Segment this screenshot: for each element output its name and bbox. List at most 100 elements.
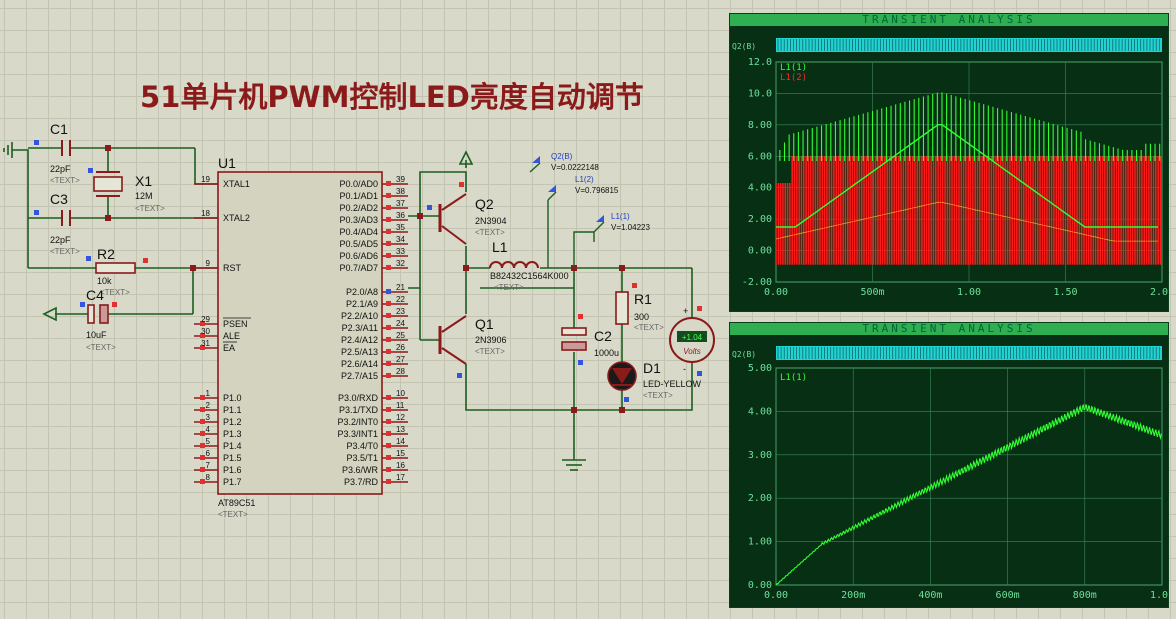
u1-pin-number: 2: [206, 401, 211, 410]
l1-ref-label: L1: [492, 239, 508, 255]
u1-pin-marker: [386, 289, 391, 294]
schematic-canvas[interactable]: C1 22pF <TEXT> C3 22pF <TEXT> X1 12M <TE…: [0, 0, 730, 619]
y-tick-label: 10.0: [748, 88, 772, 99]
plot-frame: [775, 367, 1163, 586]
y-tick-label: 4.00: [748, 183, 772, 194]
u1-pin-name: P0.5/AD5: [339, 239, 378, 249]
capacitor-c1[interactable]: C1 22pF <TEXT>: [34, 121, 80, 185]
u1-pin-number: 38: [396, 187, 405, 196]
u1-pin-number: 6: [206, 449, 211, 458]
q2-part-label: 2N3904: [475, 216, 507, 226]
transient-analysis-graph-1[interactable]: TRANSIENT ANALYSIS Q2(B) L1(1) L1(2) 12.…: [729, 13, 1169, 312]
u1-pin-marker: [386, 349, 391, 354]
u1-text-tag: <TEXT>: [218, 510, 248, 519]
r2-value-label: 10k: [97, 276, 112, 286]
graph1-header: TRANSIENT ANALYSIS: [730, 14, 1168, 26]
y-tick-label: 0.00: [748, 580, 772, 591]
voltmeter-unit: Volts: [683, 347, 701, 356]
u1-pin-marker: [386, 241, 391, 246]
u1-pin-name: P2.4/A12: [341, 335, 378, 345]
u1-pin-marker: [386, 431, 391, 436]
c4-value-label: 10uF: [86, 330, 107, 340]
crystal-x1[interactable]: X1 12M <TEXT>: [88, 168, 165, 213]
d1-part-label: LED-YELLOW: [643, 379, 702, 389]
u1-pin-name: P0.0/AD0: [339, 179, 378, 189]
x-tick-label: 500m: [860, 287, 884, 298]
probe-l1-1-name: L1(1): [611, 212, 630, 221]
transistor-q1[interactable]: Q1 2N3906 <TEXT>: [438, 315, 507, 378]
u1-pin-name: ALE: [223, 331, 240, 341]
u1-pin-number: 1: [206, 389, 211, 398]
c1-ref-label: C1: [50, 121, 68, 137]
probe-l1-2[interactable]: L1(2) V=0.796815: [547, 175, 619, 268]
u1-pin-marker: [386, 205, 391, 210]
y-tick-label: -2.00: [742, 277, 772, 288]
u1-pin-name: P0.7/AD7: [339, 263, 378, 273]
u1-pin-name: P1.7: [223, 477, 242, 487]
inductor-l1[interactable]: L1 B82432C1564K000 <TEXT>: [489, 239, 569, 292]
probe-q2-b[interactable]: Q2(B) V=0.0222148: [529, 152, 599, 173]
u1-pin-number: 36: [396, 211, 405, 220]
u1-pin-marker: [386, 337, 391, 342]
y-tick-label: 3.00: [748, 450, 772, 461]
u1-pin-number: 25: [396, 331, 405, 340]
u1-pin-name: P2.0/A8: [346, 287, 378, 297]
voltmeter[interactable]: +1.04 Volts + -: [669, 306, 715, 376]
u1-pin-number: 10: [396, 389, 405, 398]
capacitor-c3[interactable]: C3 22pF <TEXT>: [34, 191, 80, 256]
u1-pin-name: XTAL1: [223, 179, 250, 189]
u1-pin-marker: [386, 455, 391, 460]
x-tick-label: 400m: [918, 590, 942, 601]
digital-trace-band: [776, 38, 1162, 52]
u1-pin-number: 23: [396, 307, 405, 316]
c1-text-tag: <TEXT>: [50, 176, 80, 185]
probe-q2-b-value: V=0.0222148: [551, 163, 599, 172]
u1-pin-name: P1.4: [223, 441, 242, 451]
y-tick-label: 6.00: [748, 151, 772, 162]
u1-pin-marker: [386, 325, 391, 330]
u1-pin-marker: [386, 217, 391, 222]
u1-pin-number: 12: [396, 413, 405, 422]
u1-pin-marker: [386, 253, 391, 258]
u1-pin-name: P0.1/AD1: [339, 191, 378, 201]
ground-symbol-left: [3, 142, 13, 158]
u1-pin-number: 3: [206, 413, 211, 422]
u1-pin-name: P0.2/AD2: [339, 203, 378, 213]
graph1-legend-l1-2: L1(2): [780, 73, 807, 83]
c3-text-tag: <TEXT>: [50, 247, 80, 256]
u1-pin-number: 29: [201, 315, 210, 324]
u1-pin-number: 30: [201, 327, 210, 336]
u1-pin-name: P1.1: [223, 405, 242, 415]
voltmeter-plus: +: [683, 306, 688, 316]
u1-pin-name: P2.6/A14: [341, 359, 378, 369]
x1-text-tag: <TEXT>: [135, 204, 165, 213]
u1-pin-name: RST: [223, 263, 242, 273]
u1-pin-number: 8: [206, 473, 211, 482]
d1-ref-label: D1: [643, 360, 661, 376]
r1-text-tag: <TEXT>: [634, 323, 664, 332]
u1-pin-number: 5: [206, 437, 211, 446]
u1-pin-name: P3.3/INT1: [337, 429, 378, 439]
u1-pin-marker: [386, 443, 391, 448]
oscillator-wires: [12, 147, 218, 315]
u1-pin-number: 14: [396, 437, 405, 446]
x1-ref-label: X1: [135, 173, 152, 189]
u1-pin-name: P1.0: [223, 393, 242, 403]
resistor-r2[interactable]: R2 10k <TEXT>: [86, 246, 148, 297]
u1-pin-number: 16: [396, 461, 405, 470]
u1-pin-marker: [386, 419, 391, 424]
graph2-header: TRANSIENT ANALYSIS: [730, 323, 1168, 335]
capacitor-c2[interactable]: C2 1000u: [561, 314, 619, 365]
resistor-r1[interactable]: R1 300 <TEXT>: [615, 283, 664, 332]
u1-pin-marker: [386, 479, 391, 484]
u1-pin-marker: [386, 395, 391, 400]
u1-pin-number: 21: [396, 283, 405, 292]
u1-pin-number: 27: [396, 355, 405, 364]
graph1-legend-l1-1: L1(1): [780, 63, 807, 73]
led-d1[interactable]: D1 LED-YELLOW <TEXT>: [607, 360, 702, 402]
probe-l1-1[interactable]: L1(1) V=1.04223: [573, 212, 650, 268]
capacitor-c4[interactable]: C4 10uF <TEXT>: [42, 287, 117, 352]
transistor-q2[interactable]: Q2 2N3904 <TEXT>: [427, 182, 507, 245]
